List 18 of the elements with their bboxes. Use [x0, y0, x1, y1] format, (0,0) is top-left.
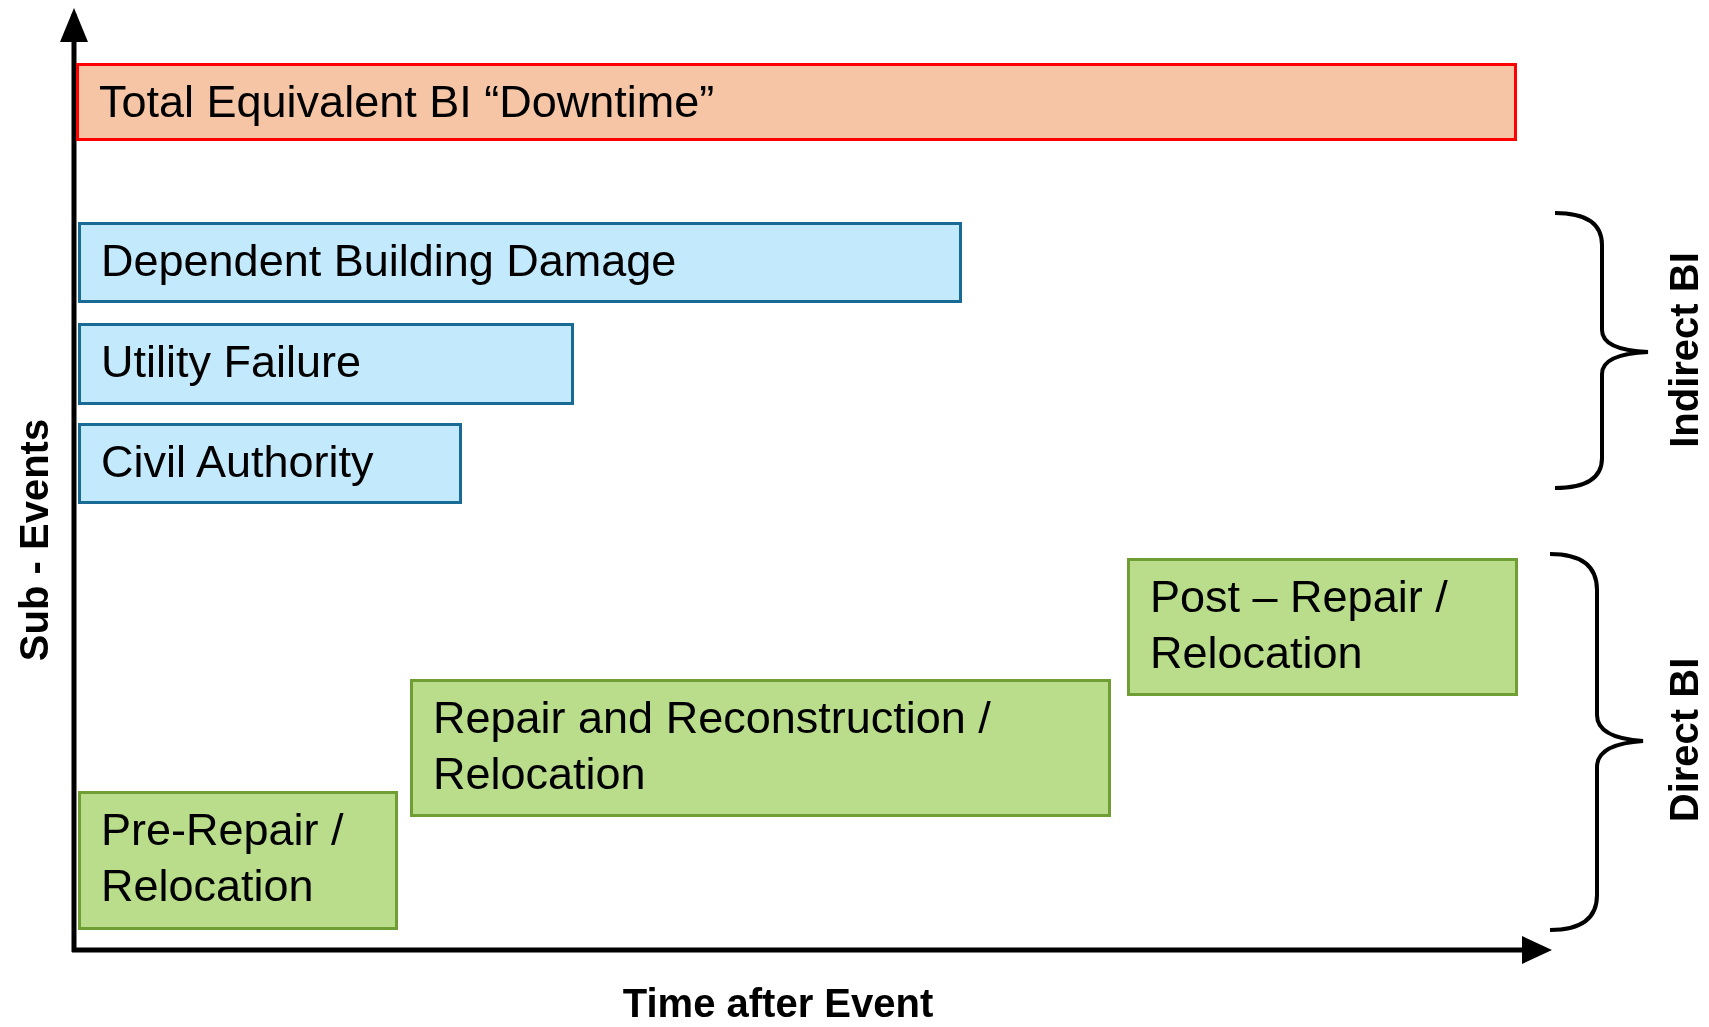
group-label: Direct BI: [1661, 657, 1707, 823]
bar-label: Pre-Repair / Relocation: [101, 803, 345, 913]
bar-label: Utility Failure: [101, 335, 362, 389]
axis-title: Sub - Events: [11, 418, 57, 662]
indirect-bar: [78, 222, 962, 303]
bar-label: Post – Repair / Relocation: [1150, 570, 1449, 680]
direct-bar: [78, 791, 398, 930]
bar-label: Dependent Building Damage: [101, 234, 677, 288]
bar-label: Civil Authority: [101, 435, 374, 489]
bar-label: Repair and Reconstruction / Relocation: [433, 691, 992, 801]
bar-label: Total Equivalent BI “Downtime”: [99, 75, 715, 129]
total-bar: [76, 63, 1517, 141]
indirect-bar: [78, 323, 574, 405]
axis-title: Time after Event: [622, 980, 934, 1026]
group-label: Indirect BI: [1661, 252, 1707, 448]
indirect-bar: [78, 423, 462, 504]
direct-bar: [1127, 558, 1518, 696]
direct-bar: [410, 679, 1111, 817]
